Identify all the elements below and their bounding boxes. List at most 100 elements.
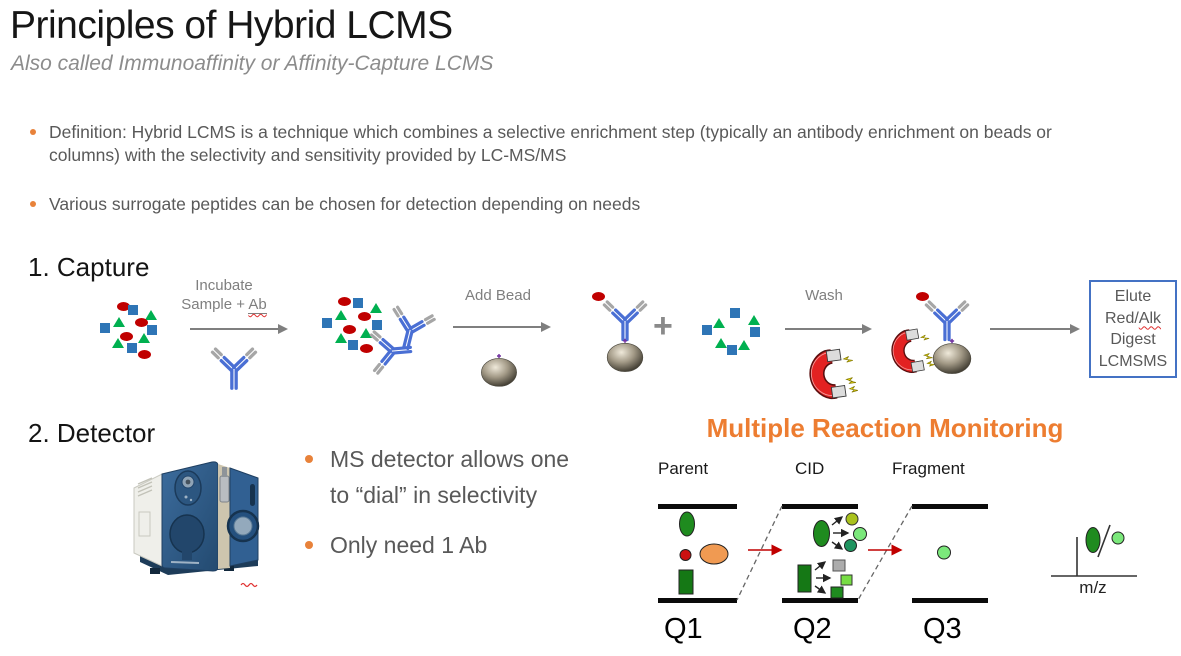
quad-label-q1: Q1 bbox=[664, 613, 703, 645]
fragment-light-green-circle bbox=[853, 527, 867, 541]
mz-spectrum bbox=[1051, 524, 1137, 577]
analyte-green-icon bbox=[112, 338, 124, 348]
analyte-green-icon bbox=[370, 303, 382, 313]
fragment-olive-circle bbox=[845, 512, 859, 526]
elute-line-prefix: Red/ bbox=[1104, 309, 1139, 327]
captured-analyte-red-icon bbox=[360, 344, 373, 353]
incubate-label-line1: Incubate bbox=[195, 277, 253, 294]
bullet-icon bbox=[30, 129, 36, 135]
ab-underlined-text: Ab bbox=[248, 296, 267, 314]
elute-line: Elute bbox=[1114, 288, 1152, 305]
instrument-door bbox=[169, 514, 205, 554]
selected-fragment-circle bbox=[937, 545, 951, 560]
alk-squiggle-text: Alk bbox=[1138, 309, 1162, 327]
mass-spectrometer-image bbox=[133, 461, 260, 575]
capture-arrow-3 bbox=[785, 324, 872, 334]
analyte-green-icon bbox=[145, 310, 157, 320]
quadrupole-bars bbox=[658, 504, 988, 603]
sample-mixture-cluster bbox=[88, 296, 162, 362]
quad-label-q3: Q3 bbox=[923, 613, 962, 645]
analyte-green-icon bbox=[748, 315, 760, 325]
sample-antibody-cluster bbox=[318, 294, 392, 360]
q1-ions bbox=[678, 511, 729, 595]
mrm-diagram bbox=[658, 504, 1137, 603]
list-item: Only need 1 Ab bbox=[300, 527, 572, 563]
fragmentation-arrows bbox=[831, 516, 850, 550]
analyte-green-icon bbox=[715, 338, 727, 348]
parent-ion-green-ellipse bbox=[679, 511, 695, 537]
analyte-blue-icon bbox=[750, 327, 760, 337]
analyte-blue-icon bbox=[372, 320, 382, 330]
analyte-red-icon bbox=[338, 297, 351, 306]
elute-box: Elute Red/Alk Digest LCMSMS bbox=[1089, 280, 1177, 378]
quad-label-q2: Q2 bbox=[793, 613, 832, 645]
analyte-green-icon bbox=[738, 340, 750, 350]
parent-ion-orange-ellipse bbox=[699, 543, 729, 565]
spectrum-green-ellipse bbox=[1085, 527, 1101, 553]
fragment-sea-green-circle bbox=[844, 539, 857, 552]
bullet-text: Various surrogate peptides can be chosen… bbox=[49, 194, 641, 214]
plus-sign: + bbox=[653, 307, 673, 345]
list-item: Various surrogate peptides can be chosen… bbox=[28, 193, 1103, 216]
analyte-blue-icon bbox=[730, 308, 740, 318]
analyte-blue-icon bbox=[100, 323, 110, 333]
elute-line: LCMSMS bbox=[1098, 352, 1168, 370]
analyte-red-icon bbox=[135, 318, 148, 327]
stage-label-parent: Parent bbox=[658, 459, 709, 478]
parent-ion-green-rect bbox=[678, 569, 694, 595]
detector-bullet-list: MS detector allows one to “dial” in sele… bbox=[300, 441, 572, 563]
bullet-icon bbox=[30, 201, 36, 207]
analyte-red-icon bbox=[120, 332, 133, 341]
parent-ion-red-circle bbox=[679, 549, 692, 561]
red-squiggle-mark bbox=[240, 582, 258, 588]
bullet-icon bbox=[305, 455, 313, 463]
bullet-text: Only need 1 Ab bbox=[330, 532, 488, 558]
intro-bullet-list: Definition: Hybrid LCMS is a technique w… bbox=[28, 121, 1103, 216]
incubate-label: Incubate Sample + Ab bbox=[168, 276, 280, 314]
antibody-icon bbox=[208, 344, 260, 396]
analyte-blue-icon bbox=[348, 340, 358, 350]
elute-line: Digest bbox=[1110, 331, 1156, 348]
analyte-green-icon bbox=[335, 310, 347, 320]
stage-label-fragment: Fragment bbox=[892, 459, 965, 478]
dashed-connector bbox=[736, 505, 913, 601]
cid-precursor-rect bbox=[797, 564, 812, 593]
analyte-red-icon bbox=[343, 325, 356, 334]
list-item: MS detector allows one to “dial” in sele… bbox=[300, 441, 572, 513]
fragment-gray-square bbox=[832, 559, 846, 572]
analyte-green-icon bbox=[113, 317, 125, 327]
bead-icon bbox=[930, 338, 974, 374]
analyte-green-icon bbox=[360, 328, 372, 338]
mz-axis-label: m/z bbox=[1079, 578, 1107, 597]
analyte-red-icon bbox=[138, 350, 151, 359]
mrm-title: Multiple Reaction Monitoring bbox=[706, 413, 1064, 443]
bead-icon bbox=[604, 338, 646, 372]
list-item: Definition: Hybrid LCMS is a technique w… bbox=[28, 121, 1103, 167]
capture-arrow-4 bbox=[990, 324, 1080, 334]
analyte-green-icon bbox=[713, 318, 725, 328]
captured-analyte-red-icon bbox=[916, 292, 929, 301]
capture-arrow-2 bbox=[453, 322, 551, 332]
detector-heading: 2. Detector bbox=[28, 418, 156, 448]
add-bead-label: Add Bead bbox=[465, 287, 531, 304]
fragmentation-arrows bbox=[814, 561, 832, 594]
analyte-blue-icon bbox=[322, 318, 332, 328]
stage-label-cid: CID bbox=[795, 459, 825, 478]
bead-icon bbox=[479, 353, 519, 387]
wash-label: Wash bbox=[805, 287, 843, 304]
bullet-text: Definition: Hybrid LCMS is a technique w… bbox=[49, 122, 1052, 165]
analyte-blue-icon bbox=[127, 343, 137, 353]
page-title: Principles of Hybrid LCMS bbox=[10, 4, 453, 47]
fragment-light-green-square bbox=[840, 574, 853, 586]
bullet-icon bbox=[305, 541, 313, 549]
capture-arrow-1 bbox=[190, 324, 288, 334]
analyte-green-icon bbox=[138, 333, 150, 343]
analyte-red-icon bbox=[117, 302, 130, 311]
cid-precursor-ellipse bbox=[813, 520, 830, 547]
spectrum-light-green-circle bbox=[1111, 531, 1125, 545]
analyte-red-icon bbox=[358, 312, 371, 321]
capture-heading: 1. Capture bbox=[28, 252, 150, 282]
incubate-label-line2: Sample + bbox=[181, 296, 249, 313]
unbound-molecules-cluster bbox=[700, 304, 764, 358]
